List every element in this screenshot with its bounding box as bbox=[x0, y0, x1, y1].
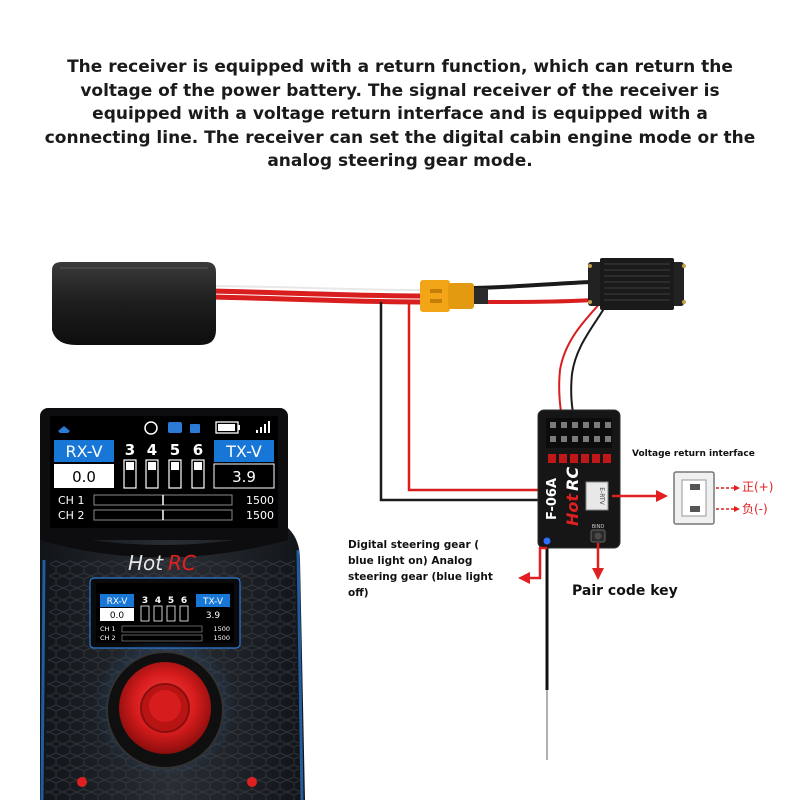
ch1-label: CH 1 bbox=[58, 494, 84, 507]
positive-terminal-label: 正(+) bbox=[742, 480, 773, 494]
small-channel-5-number: 5 bbox=[168, 596, 174, 606]
transmitter-logo-hot: Hot bbox=[128, 551, 164, 575]
trim-button-right[interactable] bbox=[247, 777, 257, 787]
lock-icon bbox=[190, 424, 200, 433]
channel-switch-indicators bbox=[123, 459, 205, 489]
receiver-port-label: E-RTV bbox=[598, 487, 605, 505]
channel-4-number: 4 bbox=[147, 441, 157, 459]
callout-arrows bbox=[518, 485, 740, 584]
ch1-value: 1500 bbox=[246, 494, 274, 507]
small-tx-voltage-label: TX-V bbox=[202, 597, 224, 607]
xt-connector bbox=[420, 280, 488, 312]
small-channel-4-number: 4 bbox=[155, 596, 161, 606]
receiver-model-label: F-06A bbox=[545, 478, 560, 520]
tx-voltage-label: TX-V bbox=[225, 442, 262, 461]
channel-3-number: 3 bbox=[125, 441, 135, 459]
small-ch1-label: CH 1 bbox=[100, 625, 116, 633]
receiver-f06a: E-RTV F-06A Hot RC BIND bbox=[537, 409, 621, 549]
esc-heatsink bbox=[588, 258, 686, 310]
transmitter-logo-rc: RC bbox=[168, 551, 196, 575]
voltage-return-connector bbox=[673, 471, 715, 525]
pair-code-button-cap bbox=[594, 532, 602, 540]
description-heading: The receiver is equipped with a return f… bbox=[44, 57, 756, 171]
receiver-brand-hot: Hot bbox=[563, 493, 582, 526]
small-tx-voltage-value: 3.9 bbox=[206, 611, 221, 621]
bind-label: BIND bbox=[592, 524, 605, 530]
small-rx-voltage-value: 0.0 bbox=[110, 611, 125, 621]
power-battery bbox=[52, 262, 216, 345]
rx-voltage-label: RX-V bbox=[65, 442, 102, 461]
small-rx-voltage-label: RX-V bbox=[107, 597, 129, 607]
steering-mode-line2: blue light on) Analog bbox=[348, 555, 472, 567]
ch2-value: 1500 bbox=[246, 509, 274, 522]
speedometer-icon bbox=[144, 421, 158, 435]
small-channel-6-number: 6 bbox=[181, 596, 187, 606]
screen-large: RX-V 0.0 3 4 5 6 TX-V 3.9 CH 1 1500 CH 2… bbox=[50, 416, 278, 528]
small-ch2-label: CH 2 bbox=[100, 634, 116, 642]
receiver-pin-header bbox=[546, 418, 612, 463]
steering-mode-line4: off) bbox=[348, 587, 369, 599]
channel-6-number: 6 bbox=[193, 441, 203, 459]
boat-icon bbox=[58, 426, 70, 433]
receiver-brand-rc: RC bbox=[563, 467, 582, 491]
tx-voltage-value: 3.9 bbox=[232, 468, 256, 486]
channel-5-number: 5 bbox=[170, 441, 180, 459]
steering-mode-line3: steering gear (blue light bbox=[348, 571, 493, 583]
signal-icon bbox=[256, 421, 270, 433]
voltage-return-label: Voltage return interface bbox=[632, 449, 755, 459]
steering-mode-line1: Digital steering gear ( bbox=[348, 539, 479, 551]
small-ch2-value: 1500 bbox=[213, 634, 230, 642]
pair-code-key-label: Pair code key bbox=[572, 583, 678, 599]
small-ch1-value: 1500 bbox=[213, 625, 230, 633]
rx-voltage-value: 0.0 bbox=[72, 468, 96, 486]
negative-terminal-label: 负(-) bbox=[742, 502, 768, 516]
wires bbox=[211, 280, 610, 760]
status-led-blue bbox=[543, 537, 551, 545]
trim-button-left[interactable] bbox=[77, 777, 87, 787]
ch2-label: CH 2 bbox=[58, 509, 84, 522]
steering-mode-icon bbox=[168, 422, 182, 433]
screen-small: RX-V 0.0 3 4 5 6 TX-V 3.9 CH 1 1500 CH 2… bbox=[96, 583, 234, 643]
small-channel-3-number: 3 bbox=[142, 596, 148, 606]
receiver-voltage-port bbox=[585, 481, 609, 511]
